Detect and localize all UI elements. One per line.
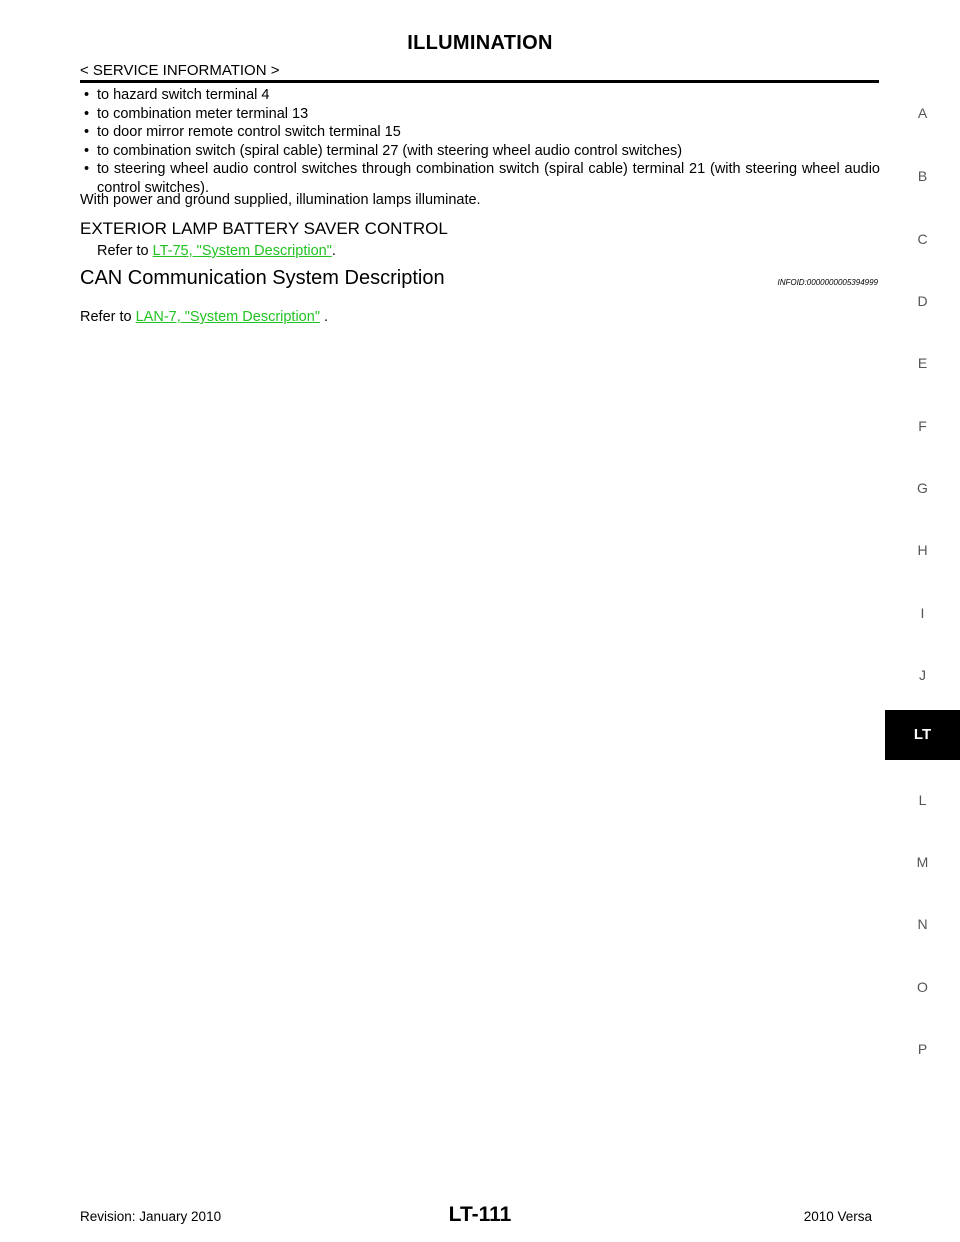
footer-model: 2010 Versa — [803, 1209, 872, 1224]
list-item: •to door mirror remote control switch te… — [84, 124, 401, 140]
header-rule — [80, 80, 879, 83]
side-tab-lt[interactable]: LT — [885, 710, 960, 760]
reference-line: Refer to LAN-7, "System Description" . — [80, 309, 328, 325]
lt-75-link[interactable]: LT-75, "System Description" — [152, 243, 332, 259]
subheading: EXTERIOR LAMP BATTERY SAVER CONTROL — [80, 219, 448, 238]
side-tab-m[interactable]: M — [916, 854, 929, 870]
refer-suffix: . — [331, 243, 336, 259]
footer-page-number: LT-111 — [448, 1203, 512, 1226]
footer-revision: Revision: January 2010 — [80, 1209, 222, 1224]
refer-prefix: Refer to — [97, 243, 153, 259]
list-item: •to hazard switch terminal 4 — [84, 87, 270, 103]
section-tag: < SERVICE INFORMATION > — [80, 62, 280, 79]
side-tab-p[interactable]: P — [917, 1041, 928, 1057]
body-paragraph: With power and ground supplied, illumina… — [80, 192, 481, 208]
reference-line: Refer to LT-75, "System Description". — [97, 243, 336, 259]
refer-suffix: . — [319, 309, 329, 325]
list-item: •to combination switch (spiral cable) te… — [84, 142, 683, 159]
side-tab-n[interactable]: N — [917, 916, 928, 932]
side-tab-j[interactable]: J — [919, 667, 926, 683]
side-tab-e[interactable]: E — [917, 355, 928, 371]
side-tab-b[interactable]: B — [917, 168, 928, 184]
side-tab-i[interactable]: I — [920, 605, 925, 621]
side-tab-f[interactable]: F — [918, 418, 927, 434]
side-tab-g[interactable]: G — [917, 480, 928, 496]
bullet-list: •to hazard switch terminal 4 •to combina… — [80, 86, 880, 197]
side-tab-l[interactable]: L — [918, 792, 927, 808]
info-id: INFOID:0000000005394999 — [777, 278, 878, 287]
section-heading: CAN Communication System Description — [80, 267, 445, 289]
lan-7-link[interactable]: LAN-7, "System Description" — [135, 309, 320, 325]
side-tab-o[interactable]: O — [917, 979, 928, 995]
refer-prefix: Refer to — [80, 309, 136, 325]
side-tab-a[interactable]: A — [917, 105, 928, 121]
side-tab-d[interactable]: D — [917, 293, 928, 309]
side-tab-c[interactable]: C — [917, 231, 928, 247]
list-item: •to combination meter terminal 13 — [84, 105, 309, 122]
side-tab-h[interactable]: H — [917, 542, 928, 558]
list-item: •to steering wheel audio control switche… — [84, 161, 880, 196]
page-title: ILLUMINATION — [407, 32, 553, 54]
